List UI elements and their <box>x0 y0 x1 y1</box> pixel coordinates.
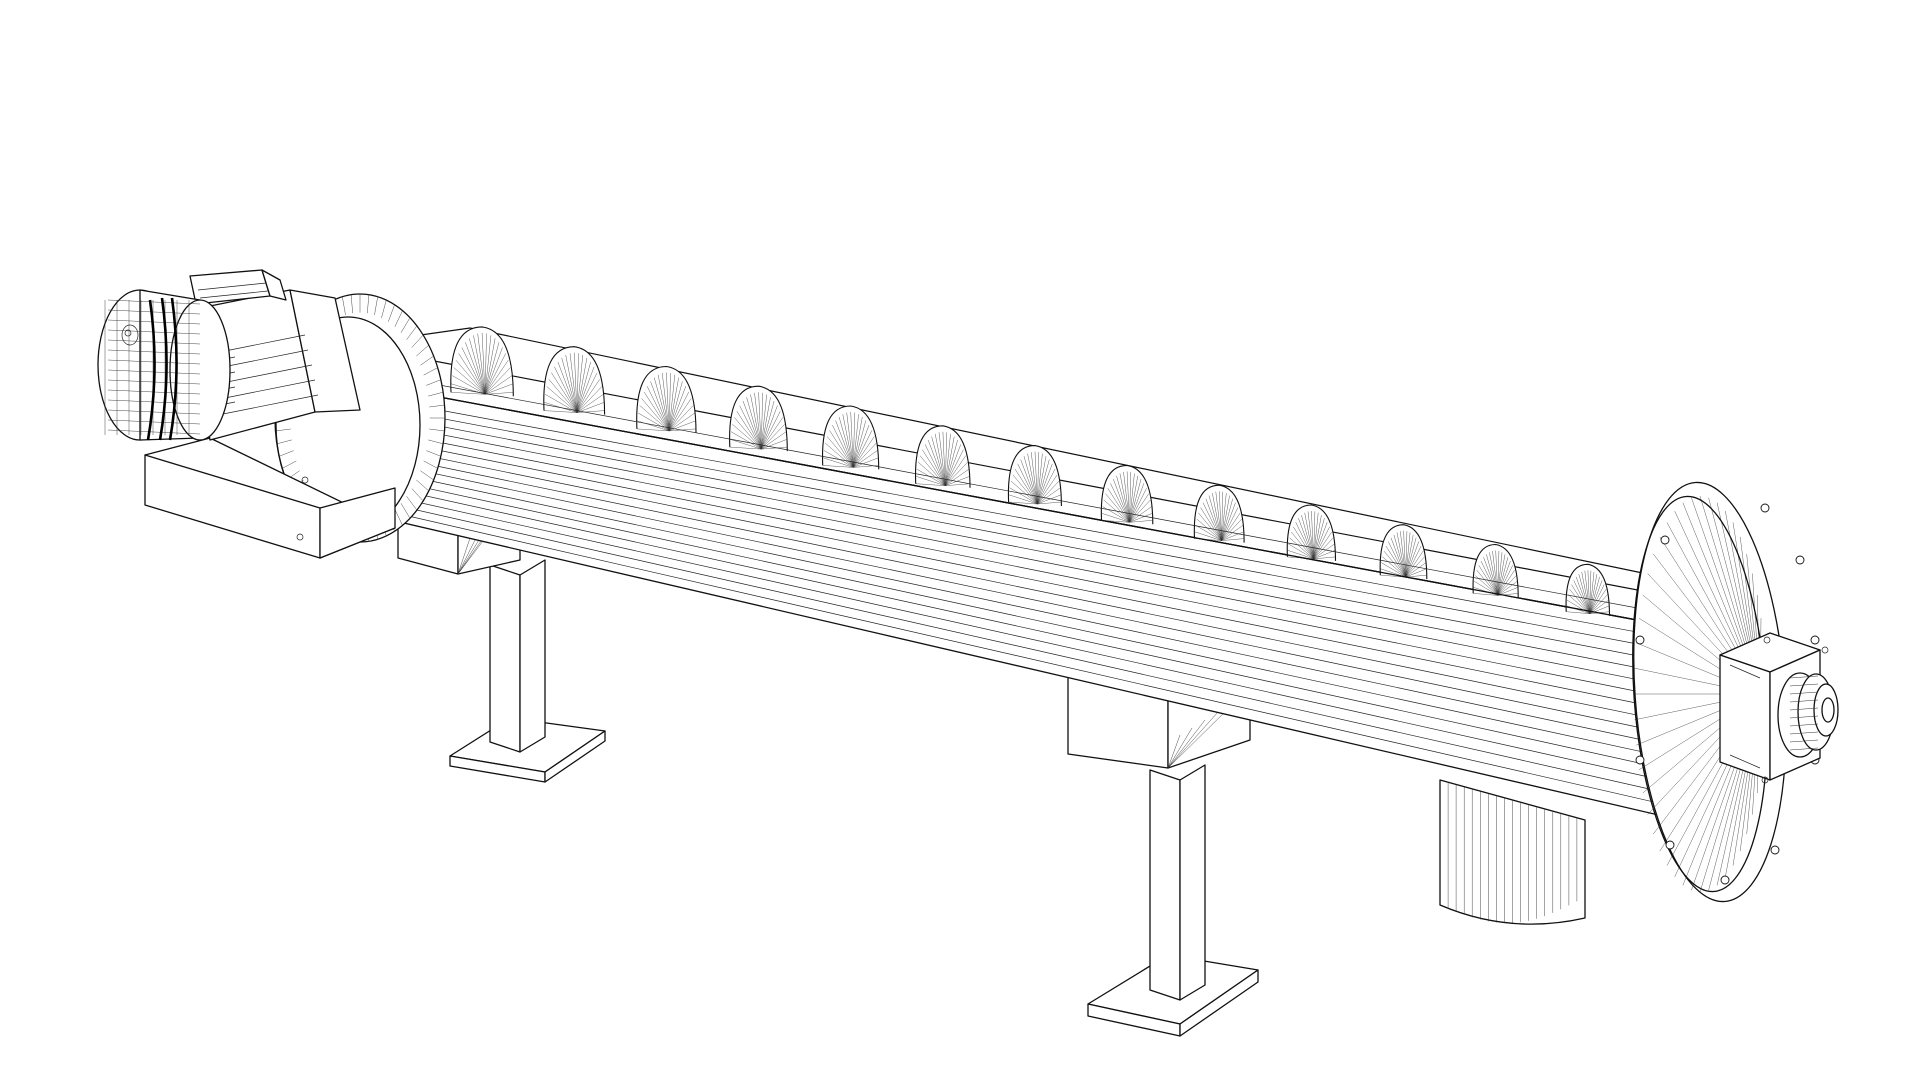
flange-bolt <box>1720 875 1730 885</box>
screw-flight <box>1472 543 1519 598</box>
flange-bolt <box>1795 555 1805 565</box>
screw-flight <box>1565 563 1611 616</box>
screw-flight <box>1007 445 1062 507</box>
screw-flight <box>543 346 606 415</box>
flange-bolt <box>1665 840 1675 850</box>
screw-flight <box>821 405 880 470</box>
flange-bolt <box>1635 755 1645 765</box>
screw-flight <box>1100 464 1154 525</box>
screw-flight <box>1286 504 1337 561</box>
screw-flight <box>636 365 697 433</box>
electric-motor <box>97 289 231 441</box>
gearbox-base <box>144 437 396 559</box>
discharge-spout <box>1439 779 1586 925</box>
flange-bolt <box>1810 635 1820 645</box>
tail-bearing-housing <box>1719 632 1839 784</box>
screw-flight <box>914 425 971 488</box>
screw-flight <box>450 326 514 397</box>
flange-bolt <box>1770 845 1780 855</box>
screw-flight <box>1379 524 1428 580</box>
flange-bolt <box>1660 535 1670 545</box>
flange-bolt <box>1635 635 1645 645</box>
trough-front-rim <box>304 359 1681 629</box>
screw-flight <box>729 385 788 452</box>
flange-bolt <box>1760 503 1770 513</box>
tail-end-flange <box>1632 481 1820 903</box>
